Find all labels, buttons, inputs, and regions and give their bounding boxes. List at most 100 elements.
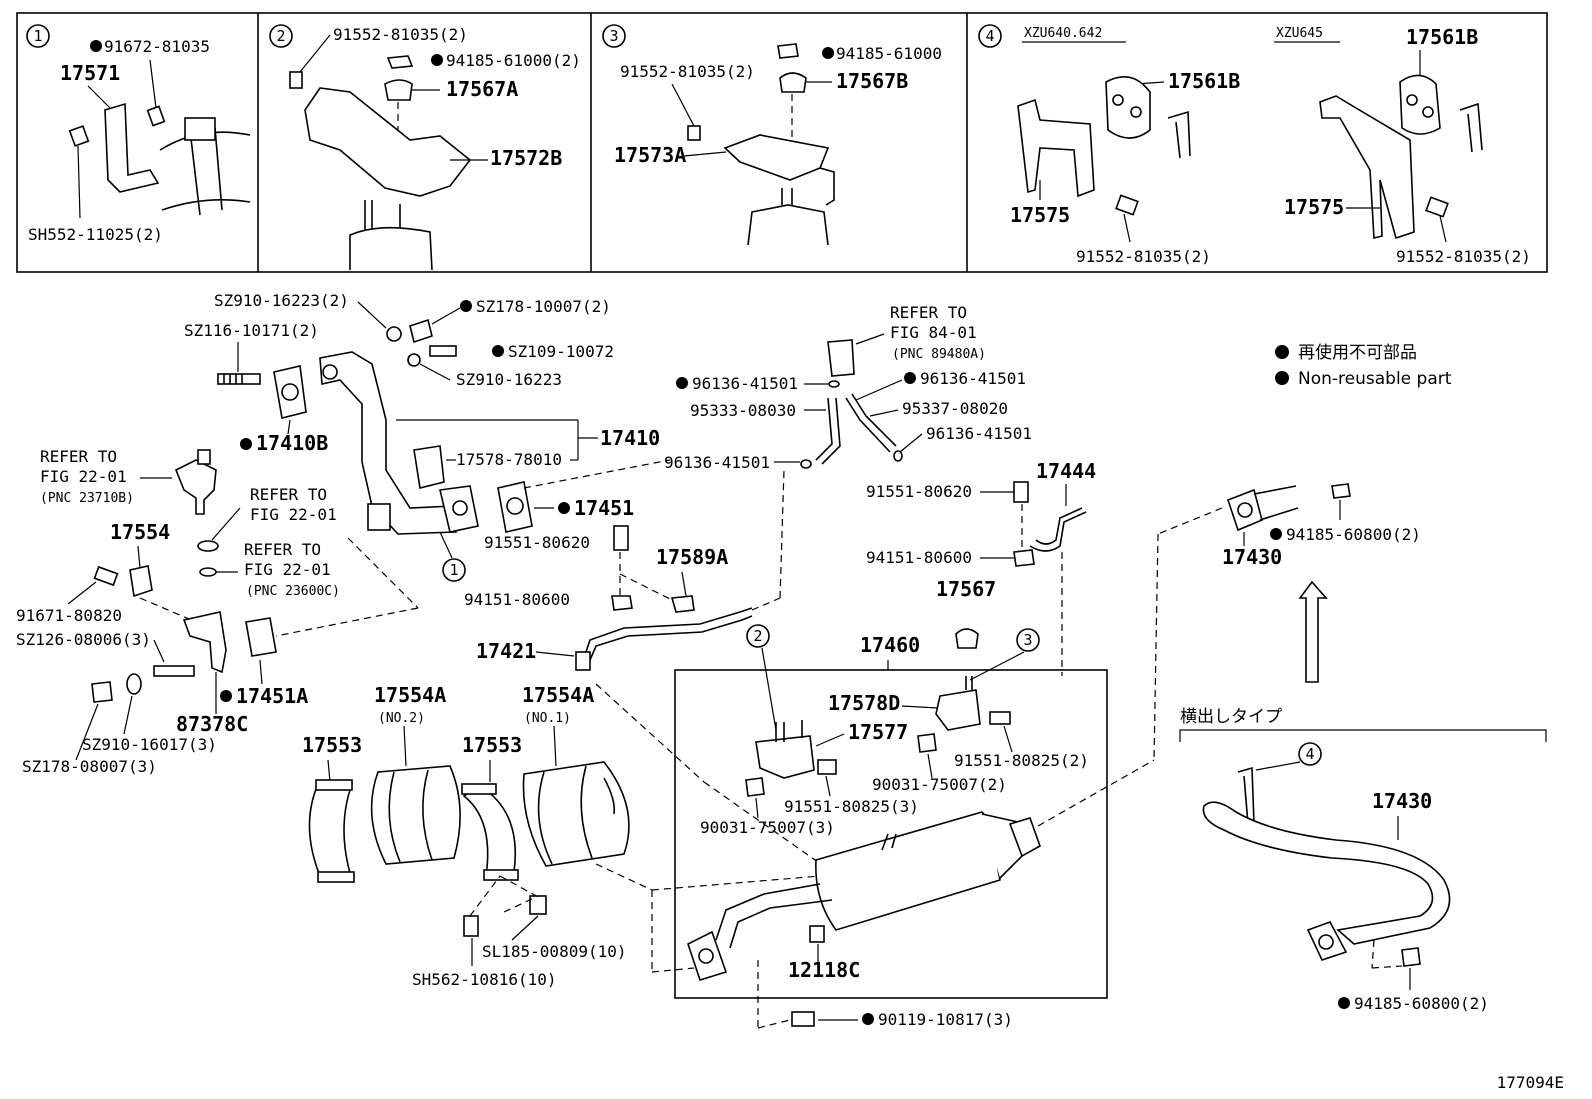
part-label[interactable]: 91672-81035 — [104, 37, 210, 56]
part-label[interactable]: 96136-41501 — [692, 374, 798, 393]
part-label[interactable]: 91551-80825(2) — [954, 751, 1089, 770]
part-label[interactable]: 94185-60800(2) — [1354, 994, 1489, 1013]
non-reusable-mark — [90, 40, 102, 52]
part-label[interactable]: 17577 — [848, 720, 908, 744]
part-label[interactable]: 12118C — [788, 958, 860, 982]
part-label[interactable]: 90119-10817(3) — [878, 1010, 1013, 1029]
bolt-icon — [1013, 481, 1029, 503]
nut-icon — [777, 43, 799, 59]
part-label[interactable]: 91671-80820 — [16, 606, 122, 625]
part-label[interactable]: SZ116-10171(2) — [184, 321, 319, 340]
part-label[interactable]: 17554A — [522, 683, 594, 707]
part-label[interactable]: 17567A — [446, 77, 518, 101]
part-label[interactable]: 17589A — [656, 545, 728, 569]
pipe-flange — [1226, 488, 1263, 532]
legend: 再使用不可部品 Non-reusable part — [1275, 342, 1452, 389]
washer-icon — [386, 326, 402, 342]
part-label[interactable]: 17430 — [1372, 789, 1432, 813]
side-exit-group: 横出しタイプ 4 17430 94185-60800(2) — [1179, 707, 1547, 1013]
part-label[interactable]: 91552-81035(2) — [1396, 247, 1531, 266]
gasket-17410b — [273, 365, 307, 419]
part-label[interactable]: 17444 — [1036, 459, 1096, 483]
callout-2: 2 — [753, 627, 762, 645]
bracket-17578d — [935, 689, 981, 731]
part-label[interactable]: SZ126-08006(3) — [16, 630, 151, 649]
part-label[interactable]: 17553 — [302, 733, 362, 757]
pipe-flange — [439, 485, 479, 533]
part-label[interactable]: 17561B — [1168, 69, 1240, 93]
part-label[interactable]: SL185-00809(10) — [482, 942, 627, 961]
part-label[interactable]: 17561B — [1406, 25, 1478, 49]
part-label[interactable]: 17410 — [600, 426, 660, 450]
part-label[interactable]: SZ109-10072 — [508, 342, 614, 361]
part-label[interactable]: SH562-10816(10) — [412, 970, 557, 989]
part-label[interactable]: 94185-61000 — [836, 44, 942, 63]
inlet-pipe — [715, 883, 833, 949]
part-label[interactable]: 87378C — [176, 712, 248, 736]
part-label[interactable]: 96136-41501 — [926, 424, 1032, 443]
part-label[interactable]: 91552-81035(2) — [1076, 247, 1211, 266]
part-label[interactable]: 17575 — [1284, 195, 1344, 219]
part-label[interactable]: 17451 — [574, 496, 634, 520]
part-label[interactable]: 17567 — [936, 577, 996, 601]
part-label[interactable]: 17575 — [1010, 203, 1070, 227]
part-label[interactable]: 91551-80825(3) — [784, 797, 919, 816]
part-label[interactable]: 94151-80600 — [866, 548, 972, 567]
bolt-icon — [146, 105, 166, 127]
part-label[interactable]: 17430 — [1222, 545, 1282, 569]
sensor-group-left: REFER TO FIG 22-01 (PNC 23710B) REFER TO… — [40, 447, 419, 637]
callout-1: 1 — [449, 561, 458, 579]
sensor-tip — [575, 651, 591, 671]
refer-label: REFER TO — [244, 540, 321, 559]
part-label[interactable]: 17451A — [236, 684, 308, 708]
part-label[interactable]: SZ178-10007(2) — [476, 297, 611, 316]
part-label[interactable]: SZ910-16223 — [456, 370, 562, 389]
pressure-sensor-group: REFER TO FIG 84-01 (PNC 89480A) 96136-41… — [664, 303, 1032, 472]
bracket-group-17444: 17444 91551-80620 94151-80600 17567 — [866, 459, 1096, 676]
part-label[interactable]: 90031-75007(3) — [700, 818, 835, 837]
part-label[interactable]: 96136-41501 — [664, 453, 770, 472]
gasket-17451a — [245, 617, 277, 657]
part-label[interactable]: 95337-08020 — [902, 399, 1008, 418]
bolt-icon — [613, 525, 629, 551]
part-label[interactable]: 94151-80600 — [464, 590, 570, 609]
part-label[interactable]: 17572B — [490, 146, 562, 170]
refer-label: FIG 22-01 — [244, 560, 331, 579]
non-reusable-mark — [822, 47, 834, 59]
part-label[interactable]: 91551-80620 — [866, 482, 972, 501]
part-label[interactable]: 17421 — [476, 639, 536, 663]
part-label[interactable]: 96136-41501 — [920, 369, 1026, 388]
part-label[interactable]: 91552-81035(2) — [620, 62, 755, 81]
part-label[interactable]: SH552-11025(2) — [28, 225, 163, 244]
gasket-group-17451: 17451 91551-80620 94151-80600 — [464, 459, 673, 611]
part-label[interactable]: 17460 — [860, 633, 920, 657]
heat-shield-17554a-no2 — [370, 765, 461, 865]
heat-shield-17554a-no1 — [522, 761, 630, 867]
part-label[interactable]: 17573A — [614, 143, 686, 167]
part-label[interactable]: SZ910-16223(2) — [214, 291, 349, 310]
part-label[interactable]: 95333-08030 — [690, 401, 796, 420]
part-label[interactable]: 94185-61000(2) — [446, 51, 581, 70]
part-label[interactable]: SZ910-16017(3) — [82, 735, 217, 754]
rubber-mount-17567 — [955, 628, 979, 649]
part-label[interactable]: SZ178-08007(3) — [22, 757, 157, 776]
sensor-icon — [174, 459, 217, 515]
part-label[interactable]: 17554A — [374, 683, 446, 707]
part-label[interactable]: 94185-60800(2) — [1286, 525, 1421, 544]
refer-label: REFER TO — [890, 303, 967, 322]
part-label[interactable]: 17553 — [462, 733, 522, 757]
part-label[interactable]: 17578-78010 — [456, 450, 562, 469]
part-label[interactable]: 17410B — [256, 431, 328, 455]
gasket-17451 — [497, 481, 533, 533]
part-label[interactable]: 17567B — [836, 69, 908, 93]
bolt-icon — [1115, 194, 1139, 216]
part-label[interactable]: 91551-80620 — [484, 533, 590, 552]
inset-3-number: 3 — [609, 27, 618, 45]
inset-3: 3 94185-61000 91552-81035(2) 17567B 1757… — [602, 24, 942, 246]
part-label[interactable]: 17578D — [828, 691, 900, 715]
part-label: (NO.1) — [524, 711, 571, 726]
part-label[interactable]: 17554 — [110, 520, 170, 544]
part-label[interactable]: 91552-81035(2) — [333, 25, 468, 44]
part-label[interactable]: 17571 — [60, 61, 120, 85]
part-label[interactable]: 90031-75007(2) — [872, 775, 1007, 794]
